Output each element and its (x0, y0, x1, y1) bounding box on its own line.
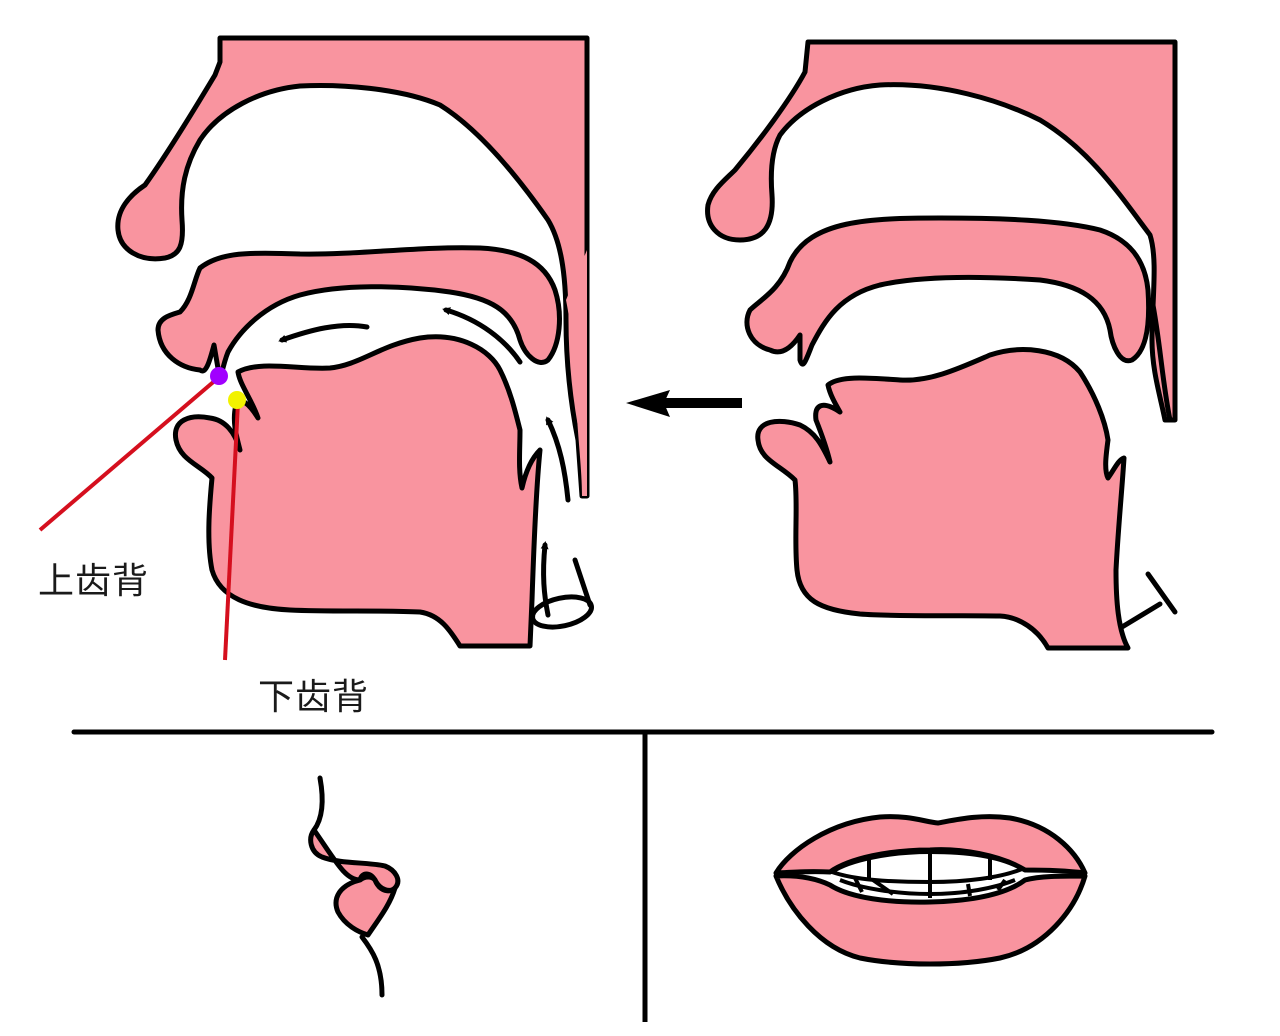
tongue-jaw (755, 347, 1131, 651)
upper-palate (744, 215, 1152, 367)
lower-teeth-back-marker (228, 391, 246, 409)
airflow-arrow-larynx (540, 541, 551, 618)
pharyngeal-wall (566, 250, 587, 496)
lips-front-view (773, 814, 1088, 967)
lower-lip-front (773, 873, 1088, 967)
pharyngeal-wall (1149, 297, 1173, 423)
upper-palate (155, 245, 562, 383)
lower-teeth-back-label: 下齿背 (258, 677, 370, 718)
airflow-arrow-velum (442, 307, 523, 365)
airflow-arrow-palate (278, 322, 370, 343)
teeth (830, 850, 1024, 898)
vocal-fold-marker (1119, 571, 1178, 630)
trachea-ring (530, 594, 594, 630)
left-sagittal-section (115, 35, 594, 649)
transition-arrow (626, 390, 742, 417)
pointer-line-upper-teeth (38, 376, 220, 532)
nasal-skull-region (705, 39, 1178, 423)
pointer-line-lower-teeth (223, 401, 240, 661)
pointer-lines (38, 376, 240, 661)
lips-side-view (308, 775, 401, 998)
airflow-arrows (278, 307, 571, 618)
nasal-skull-region (115, 35, 590, 499)
airflow-arrow-pharynx (545, 416, 571, 503)
trachea-side (572, 557, 593, 608)
tongue-jaw (172, 334, 543, 649)
lower-lip-side (333, 874, 398, 938)
upper-teeth-back-marker (210, 367, 228, 385)
right-sagittal-section (705, 39, 1178, 651)
upper-teeth-back-label: 上齿背 (38, 561, 150, 602)
upper-teeth (830, 850, 1024, 884)
